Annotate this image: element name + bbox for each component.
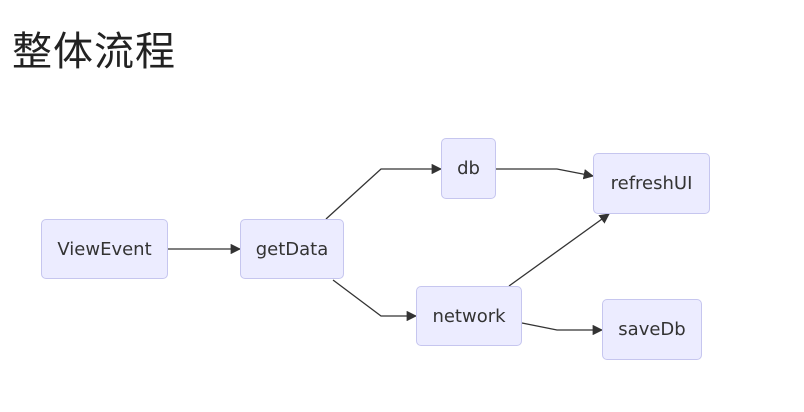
node-refreshui-label: refreshUI: [610, 173, 693, 194]
node-refreshui: refreshUI: [593, 153, 710, 214]
edge-db-refreshui: [496, 168, 595, 180]
node-network-label: network: [432, 305, 506, 327]
page-title: 整体流程: [12, 29, 176, 75]
node-db: db: [441, 138, 496, 199]
node-viewevent-label: ViewEvent: [57, 238, 152, 260]
node-getdata-label: getData: [255, 238, 329, 260]
node-viewevent: ViewEvent: [41, 219, 168, 279]
node-getdata: getData: [240, 219, 344, 279]
edge-network-refreshui: [508, 213, 610, 287]
node-savedb: saveDb: [602, 299, 702, 360]
node-db-label: db: [457, 158, 480, 179]
edge-network-savedb: [521, 322, 604, 336]
node-network: network: [416, 286, 522, 346]
edge-getdata-network: [332, 279, 418, 322]
node-savedb-label: saveDb: [618, 319, 686, 340]
edge-getdata-db: [325, 163, 443, 220]
